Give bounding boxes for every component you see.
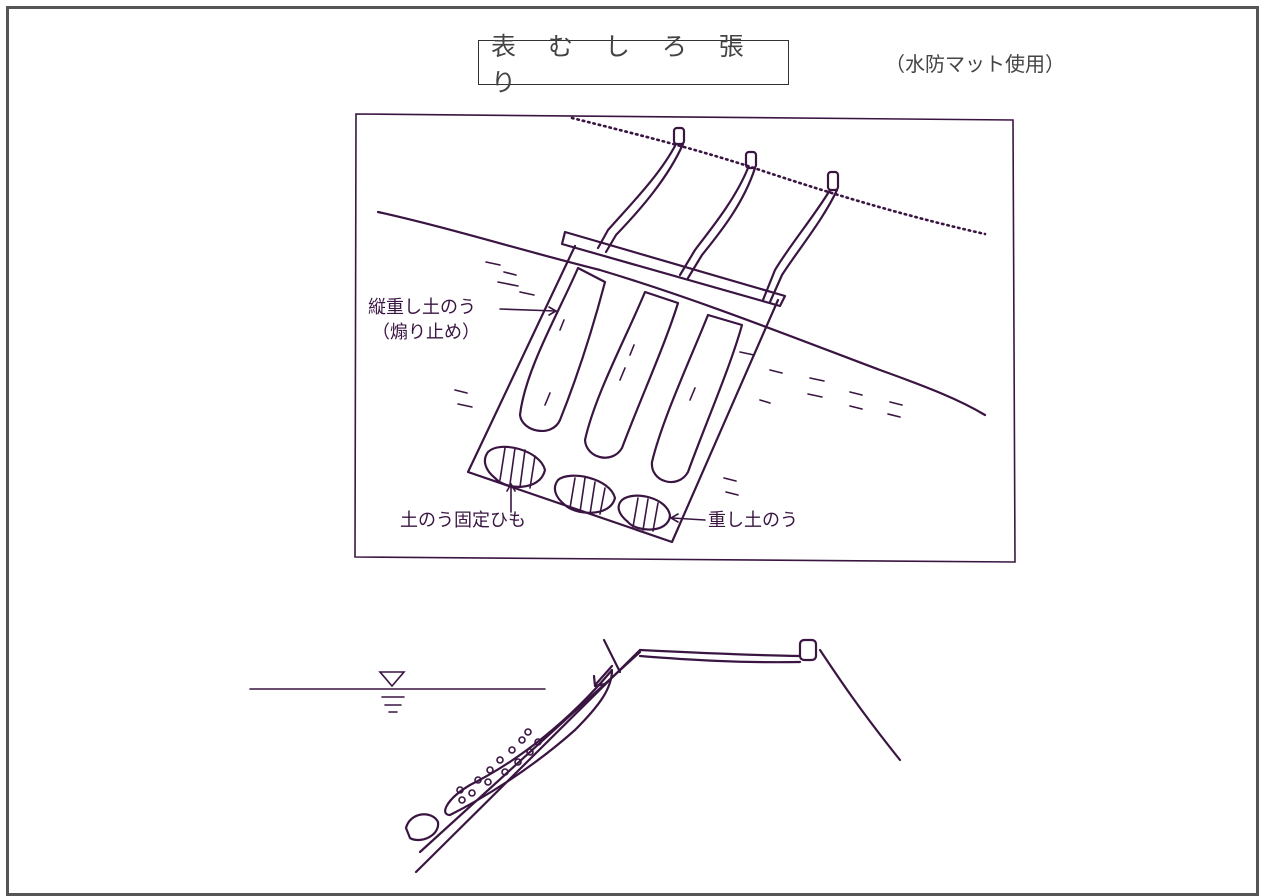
tie-rope [686, 166, 757, 280]
weight-sandbag [483, 445, 547, 489]
stake [672, 126, 686, 146]
levee-landside [818, 648, 902, 762]
label-vertical-sandbag-note: （煽り止め） [372, 322, 480, 343]
tie-rope [604, 142, 685, 254]
levee-crown [638, 654, 802, 664]
weight-sandbag [553, 474, 617, 515]
tie-rope [678, 166, 750, 277]
tie-rope [761, 188, 832, 302]
label-fixing-rope: 土のう固定ひも [400, 510, 526, 531]
leader-arrowhead [548, 306, 558, 316]
weight-sandbag [617, 494, 672, 532]
leader-arrowhead [669, 513, 679, 523]
direction-arrow [594, 664, 614, 686]
water-mat-section [418, 650, 642, 854]
leader-line [671, 517, 706, 521]
vertical-sandbag [583, 290, 680, 459]
label-weight-sandbag: 重し土のう [708, 510, 798, 531]
direction-arrowhead [592, 674, 607, 688]
vertical-sandbag-section [444, 668, 614, 817]
tie-rope [596, 142, 678, 250]
stake [744, 150, 758, 170]
water-ripples [454, 261, 903, 496]
label-vertical-sandbag: 縦重し土のう [368, 297, 476, 318]
page-subtitle: （水防マット使用） [885, 52, 1065, 76]
vertical-sandbag [518, 266, 607, 433]
cross-bar [560, 230, 787, 308]
perspective-figure [354, 113, 1016, 563]
stake [826, 170, 840, 192]
leader-line [499, 308, 557, 312]
crest-rope [570, 116, 987, 236]
weight-sandbag-section [404, 813, 440, 842]
water-mat [466, 244, 780, 544]
mat-fold [602, 638, 622, 674]
cross-section-figure [249, 638, 902, 874]
figure-frame [354, 113, 1016, 563]
tie-rope [768, 188, 839, 304]
water-line [376, 210, 987, 417]
sandbag-fill [456, 728, 542, 804]
levee-crown [638, 648, 802, 658]
vertical-sandbag [650, 313, 744, 483]
water-level-symbol [378, 671, 406, 713]
stake [798, 638, 818, 662]
leader-arrowhead [506, 482, 516, 492]
